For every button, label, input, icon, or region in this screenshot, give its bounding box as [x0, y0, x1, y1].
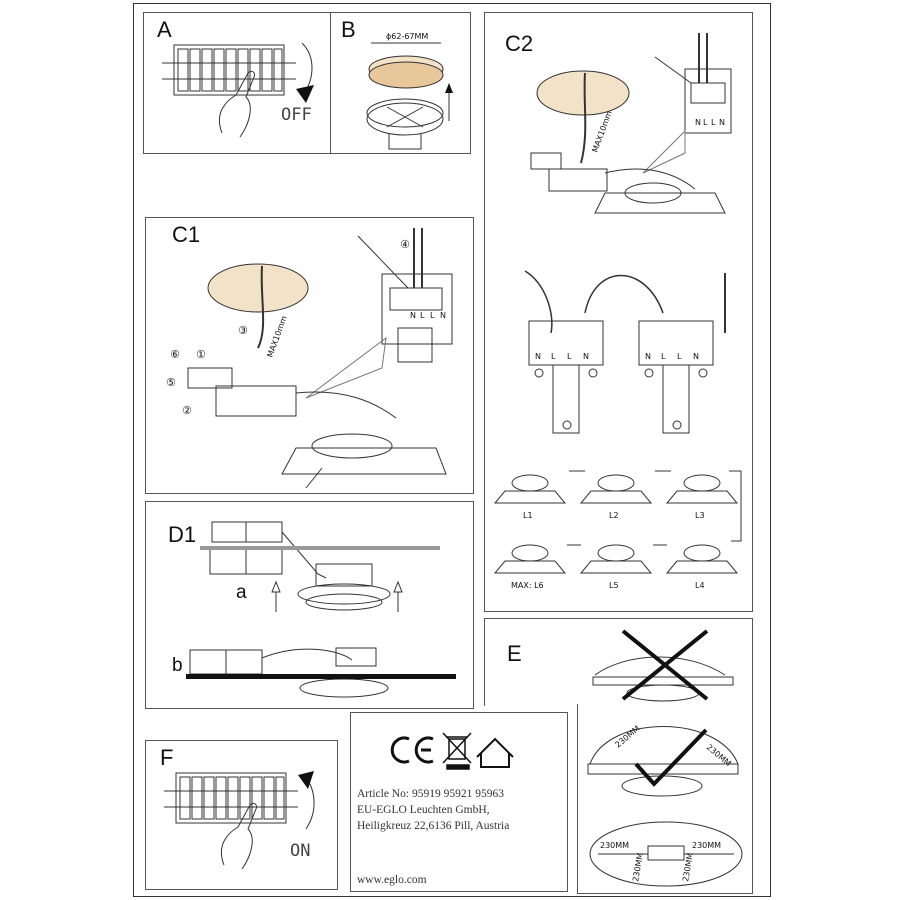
panel-label: C1 — [172, 222, 201, 247]
ce-mark — [390, 736, 434, 764]
panel-e: E — [484, 618, 753, 706]
svg-text:N: N — [645, 352, 651, 361]
ceiling-panel — [186, 674, 456, 679]
chain-l5: L5 — [609, 581, 619, 590]
svg-text:L: L — [430, 311, 435, 320]
cutout-illustration: ϕ62-67MM — [366, 32, 453, 150]
panel-e-clearance: 230MM 230MM 230MM 230MM 230MM 230MM — [577, 704, 753, 894]
instruction-sheet: A OFF B ϕ62-67MM — [133, 3, 771, 897]
panel-label: B — [341, 17, 356, 42]
switch-state: ON — [290, 841, 311, 861]
svg-text:L: L — [567, 352, 572, 361]
svg-text:230MM: 230MM — [692, 841, 721, 850]
panel-label: F — [160, 745, 174, 770]
article-line: Article No: 95919 95921 95963 — [357, 787, 504, 802]
chain-l2: L2 — [609, 511, 619, 520]
svg-text:N: N — [695, 118, 701, 127]
svg-text:230MM: 230MM — [614, 724, 642, 750]
svg-text:L: L — [551, 352, 556, 361]
sub-label-a: a — [236, 582, 247, 603]
svg-text:230MM: 230MM — [681, 852, 695, 882]
mounting-illustration — [186, 521, 456, 698]
weee-bin-icon — [442, 732, 472, 770]
panel-label: D1 — [168, 522, 197, 547]
svg-text:L: L — [711, 118, 716, 127]
sub-label-b: b — [172, 655, 183, 676]
panel-label: A — [157, 17, 172, 42]
cutout-dimension: ϕ62-67MM — [386, 32, 428, 41]
chain-l1: L1 — [523, 511, 533, 520]
svg-text:④: ④ — [400, 238, 410, 251]
panel-b: B ϕ62-67MM — [330, 12, 471, 154]
svg-text:N: N — [719, 118, 725, 127]
down-arrow-icon — [296, 85, 314, 103]
switch-state: OFF — [281, 105, 312, 125]
company-address: Heiligkreuz 22,6136 Pill, Austria — [357, 820, 510, 832]
svg-text:230MM: 230MM — [631, 852, 645, 882]
company-name: EU-EGLO Leuchten GmbH, — [357, 804, 490, 816]
svg-text:⑤: ⑤ — [166, 376, 176, 389]
svg-text:N: N — [583, 352, 589, 361]
svg-text:⑥: ⑥ — [170, 348, 180, 361]
svg-text:230MM: 230MM — [600, 841, 629, 850]
luminaire-chain — [493, 470, 742, 574]
article-numbers: 95919 95921 95963 — [411, 788, 504, 800]
panel-c2: C2 — [484, 12, 753, 612]
panel-a: A OFF — [143, 12, 333, 154]
panel-d1: D1 a b — [145, 501, 474, 709]
chain-l6: MAX: L6 — [511, 581, 544, 590]
up-arrow-icon — [298, 771, 314, 789]
svg-text:MAX10mm: MAX10mm — [265, 314, 288, 358]
breaker-on-illustration — [164, 771, 315, 870]
panel-label: E — [507, 641, 522, 666]
svg-text:N: N — [410, 311, 416, 320]
svg-text:①: ① — [196, 348, 206, 361]
svg-text:L: L — [703, 118, 708, 127]
svg-text:L: L — [677, 352, 682, 361]
product-info-box: Article No: 95919 95921 95963 EU-EGLO Le… — [350, 712, 568, 892]
chain-l4: L4 — [695, 581, 705, 590]
svg-text:L: L — [420, 311, 425, 320]
svg-text:③: ③ — [238, 324, 248, 337]
svg-text:N: N — [440, 311, 446, 320]
wiring-illustration: N L L N MAX10mm ③ ④ ⑥ ① ⑤ ② — [166, 228, 453, 489]
correct-check-mark — [634, 728, 708, 787]
website-link[interactable]: www.eglo.com — [357, 874, 427, 886]
svg-text:N: N — [693, 352, 699, 361]
certification-marks — [390, 732, 514, 770]
wrong-installation-illustration — [592, 629, 734, 702]
up-arrow-icon — [445, 83, 453, 93]
chain-l3: L3 — [695, 511, 705, 520]
panel-c1: C1 N L L N MAX10 — [145, 217, 474, 494]
svg-text:②: ② — [182, 404, 192, 417]
svg-text:L: L — [661, 352, 666, 361]
svg-text:N: N — [535, 352, 541, 361]
panel-label: C2 — [505, 31, 534, 56]
svg-text:MAX10mm: MAX10mm — [590, 109, 613, 153]
wiring-through-illustration: N L L N MAX10mm N L L N N L L N — [493, 33, 742, 590]
ceiling-section — [200, 546, 440, 550]
indoor-house-icon — [476, 737, 514, 768]
article-label: Article No: — [357, 788, 410, 800]
panel-f: F ON — [145, 740, 338, 890]
clearance-illustration: 230MM 230MM 230MM 230MM 230MM 230MM — [587, 724, 743, 887]
breaker-off-illustration — [162, 42, 314, 138]
